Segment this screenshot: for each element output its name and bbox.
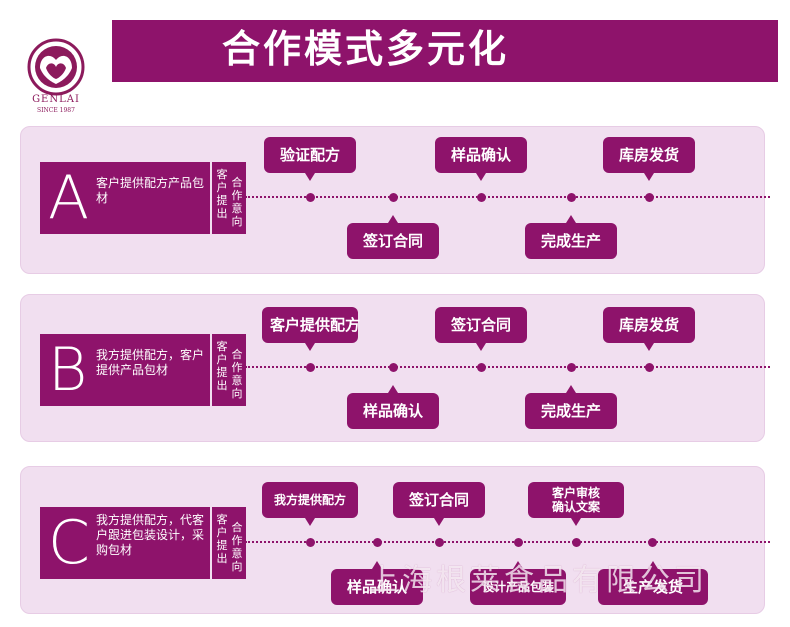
step-label: 样品确认 bbox=[346, 578, 407, 596]
company-logo: GENLAI SINCE 1987 bbox=[0, 0, 112, 130]
mode-a-step-top-2: 样品确认 bbox=[435, 137, 527, 181]
mode-a-step-top-1: 验证配方 bbox=[264, 137, 356, 181]
mode-a-step-bottom-1: 签订合同 bbox=[347, 215, 439, 259]
step-label: 库房发货 bbox=[618, 146, 679, 164]
mode-c-step-top-1: 我方提供配方 bbox=[262, 482, 358, 526]
intent-col-1: 客户提出 bbox=[216, 513, 228, 565]
mode-a-description: 客户提供配方产品包材 bbox=[96, 176, 205, 205]
mode-a-letter: A bbox=[48, 163, 90, 233]
mode-c-box: C 我方提供配方，代客户跟进包装设计，采购包材 bbox=[40, 507, 210, 579]
step-label: 验证配方 bbox=[279, 146, 340, 164]
mode-b-step-top-2: 签订合同 bbox=[435, 307, 527, 351]
mode-c-step-bottom-3: 生产发货 bbox=[598, 561, 708, 605]
timeline-dot bbox=[477, 363, 486, 372]
mode-a-box: A 客户提供配方产品包材 bbox=[40, 162, 210, 234]
brand-since: SINCE 1987 bbox=[37, 107, 75, 114]
title-banner bbox=[112, 20, 778, 82]
mode-b-letter: B bbox=[48, 335, 88, 405]
step-label-line-1: 客户审核 bbox=[551, 486, 600, 500]
step-label: 完成生产 bbox=[540, 402, 601, 420]
step-label: 签订合同 bbox=[408, 491, 469, 509]
mode-c-letter: C bbox=[48, 508, 90, 578]
step-label: 库房发货 bbox=[618, 316, 679, 334]
step-label: 签订合同 bbox=[450, 316, 511, 334]
page-title: 合作模式多元化 bbox=[222, 27, 510, 71]
timeline-dot bbox=[477, 193, 486, 202]
mode-b-step-bottom-1: 样品确认 bbox=[347, 385, 439, 429]
intent-col-1: 客户提出 bbox=[216, 168, 228, 220]
mode-b-description: 我方提供配方，客户提供产品包材 bbox=[96, 348, 205, 377]
timeline-dot bbox=[514, 538, 523, 547]
intent-col-2: 合作意向 bbox=[231, 521, 243, 573]
mode-b-box: B 我方提供配方，客户提供产品包材 bbox=[40, 334, 210, 406]
timeline-dot bbox=[306, 363, 315, 372]
mode-c-step-bottom-2: 设计产品包装 bbox=[470, 561, 566, 605]
intent-col-2: 合作意向 bbox=[231, 348, 243, 400]
step-label: 签订合同 bbox=[362, 232, 423, 250]
step-label: 完成生产 bbox=[540, 232, 601, 250]
intent-col-1: 客户提出 bbox=[216, 340, 228, 392]
step-label: 样品确认 bbox=[450, 146, 511, 164]
timeline-dot bbox=[645, 193, 654, 202]
timeline-dot bbox=[373, 538, 382, 547]
timeline-dot bbox=[435, 538, 444, 547]
intent-col-2: 合作意向 bbox=[231, 176, 243, 228]
mode-b-step-top-1: 客户提供配方 bbox=[262, 307, 361, 351]
mode-c-step-bottom-1: 样品确认 bbox=[331, 561, 423, 605]
timeline-dot bbox=[572, 538, 581, 547]
step-label: 客户提供配方 bbox=[270, 316, 361, 334]
mode-b-step-bottom-2: 完成生产 bbox=[525, 385, 617, 429]
timeline-dot bbox=[648, 538, 657, 547]
step-label: 我方提供配方 bbox=[273, 493, 346, 507]
mode-a-intent: 客户提出 合作意向 bbox=[212, 162, 246, 234]
mode-c-step-top-3: 客户审核 确认文案 bbox=[528, 482, 624, 526]
company-watermark: 上海根莱食品有限公司 bbox=[368, 563, 708, 598]
mode-a-step-top-3: 库房发货 bbox=[603, 137, 695, 181]
step-label: 设计产品包装 bbox=[481, 580, 554, 594]
step-label: 生产发货 bbox=[622, 578, 683, 596]
step-label: 样品确认 bbox=[362, 402, 423, 420]
mode-c-timeline bbox=[245, 541, 770, 543]
timeline-dot bbox=[389, 363, 398, 372]
mode-b-step-top-3: 库房发货 bbox=[603, 307, 695, 351]
mode-b-timeline bbox=[245, 366, 770, 368]
timeline-dot bbox=[645, 363, 654, 372]
mode-a-timeline bbox=[245, 196, 770, 198]
mode-b-intent: 客户提出 合作意向 bbox=[212, 334, 246, 406]
mode-c-intent: 客户提出 合作意向 bbox=[212, 507, 246, 579]
timeline-dot bbox=[389, 193, 398, 202]
timeline-dot bbox=[306, 538, 315, 547]
timeline-dot bbox=[306, 193, 315, 202]
flower-logo-icon bbox=[27, 38, 85, 96]
mode-c-description: 我方提供配方，代客户跟进包装设计，采购包材 bbox=[96, 513, 205, 557]
brand-name: GENLAI bbox=[32, 94, 80, 105]
timeline-dot bbox=[567, 193, 576, 202]
mode-a-step-bottom-2: 完成生产 bbox=[525, 215, 617, 259]
step-label-line-2: 确认文案 bbox=[551, 500, 600, 514]
timeline-dot bbox=[567, 363, 576, 372]
mode-c-step-top-2: 签订合同 bbox=[393, 482, 485, 526]
